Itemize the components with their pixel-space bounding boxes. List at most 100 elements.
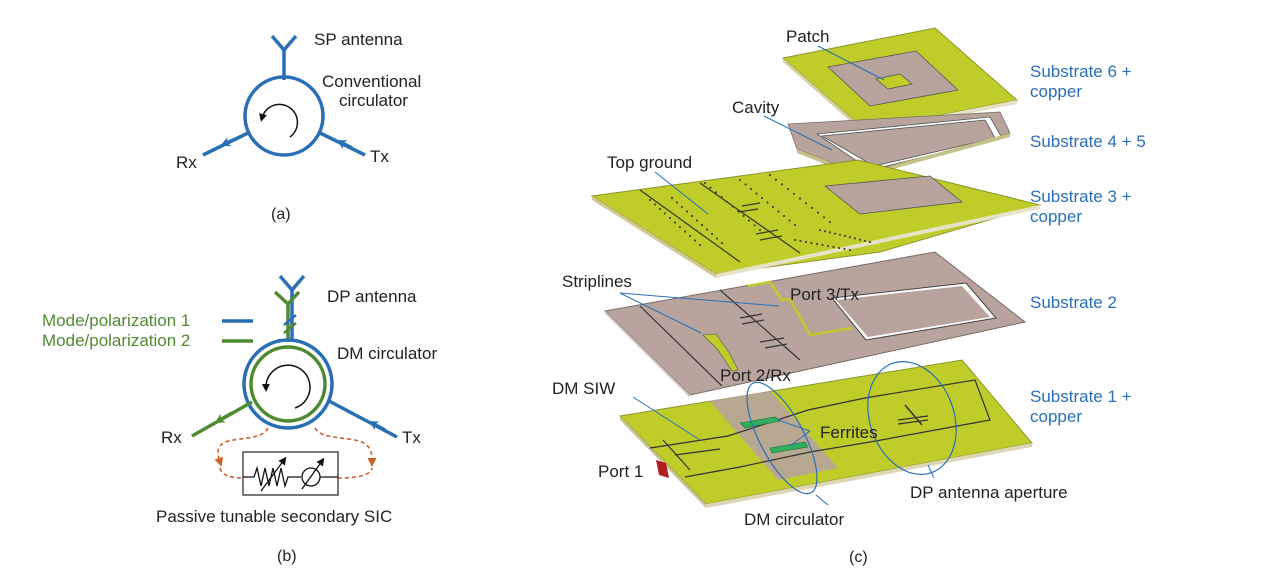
via-hole [725,200,729,203]
callout-dm-circulator: DM circulator [744,510,844,529]
via-hole [810,206,814,209]
via-hole [788,219,791,222]
via-hole [758,228,762,232]
via-hole [755,192,758,195]
tx-arrow-icon [368,421,386,432]
via-hole [653,203,657,206]
layer-label-6-line1: Substrate 6 + [1030,62,1132,81]
dm-circulator-outer [242,338,334,430]
callout-striplines: Striplines [562,272,632,291]
via-hole [749,187,753,191]
callout-dp-antenna-aperture: DP antenna aperture [910,483,1068,502]
via-hole [663,212,667,215]
via-hole [698,243,702,247]
via-hole [858,238,862,241]
via-hole [709,186,712,189]
caption-b: (b) [277,548,297,565]
layer-label-1-line1: Substrate 1 + [1030,387,1132,406]
via-hole [675,201,679,204]
via-hole [853,237,857,240]
layer-label-1-line2: copper [1030,407,1082,426]
conventional-circulator-label-line1: Conventional [322,72,421,91]
via-hole [780,183,784,186]
via-hole [837,246,841,250]
via-hole [792,192,796,195]
tx-port-line [328,399,398,439]
via-hole [731,205,734,208]
callout-port-2-rx: Port 2/Rx [720,366,791,385]
via-hole [703,181,707,185]
callout-patch: Patch [786,27,829,46]
via-hole [804,240,808,244]
callout-ferrites: Ferrites [820,423,878,442]
via-hole [821,243,824,247]
via-hole [753,224,756,227]
circulation-arrow-icon [261,364,311,409]
circulation-arrow-icon [259,103,299,138]
via-hole [744,183,747,186]
via-hole [678,225,682,229]
sic-coupling-left-path [214,427,269,467]
via-hole [818,228,822,232]
callout-port-3-tx: Port 3/Tx [790,285,859,304]
via-hole [848,236,852,239]
legend-mode-2-label: Mode/polarization 2 [42,331,190,350]
via-hole [786,188,790,191]
tx-label: Tx [402,428,421,447]
via-hole [700,223,704,227]
stripline-rx [702,333,739,372]
via-hole [793,223,797,227]
via-hole [832,245,835,249]
via-hole [715,237,719,240]
via-hole [782,214,786,218]
layer-label-3-line1: Substrate 3 + [1030,187,1132,206]
panel-c: Patch Cavity Top ground Striplines Port … [552,27,1146,566]
via-hole [714,191,718,194]
patch-element [875,73,913,90]
via-hole [766,201,769,204]
via-hole [828,231,832,234]
layer-substrate-4-5 [787,111,1011,178]
dm-circulator-inner [249,345,327,423]
caption-c: (c) [849,549,868,566]
via-hole [843,247,846,251]
rx-label: Rx [176,153,197,172]
via-hole [771,205,775,209]
dm-circulator-label: DM circulator [337,344,437,363]
layer-substrate-1 [618,359,1033,508]
callout-port-1: Port 1 [598,462,643,481]
via-hole [760,196,764,200]
layer-substrate-2 [603,251,1027,398]
via-hole [810,241,813,245]
legend-mode-1-label: Mode/polarization 1 [42,311,190,330]
sp-antenna-label: SP antenna [314,30,403,49]
callout-top-ground: Top ground [607,153,692,172]
conventional-circulator [243,75,325,157]
layer-label-3-line2: copper [1030,207,1082,226]
via-hole [683,230,687,233]
via-hole [720,241,724,245]
dp-antenna-label: DP antenna [327,287,417,306]
via-hole [688,234,692,238]
leader-lines [619,45,935,506]
via-hole [742,214,745,217]
callout-dm-siw: DM SIW [552,379,615,398]
port-1-marker [656,460,669,478]
via-hole [838,233,842,236]
via-hole [705,228,709,231]
via-hole [799,239,802,243]
callout-cavity: Cavity [732,98,780,117]
via-hole [690,214,694,218]
panel-b: Mode/polarization 1 Mode/polarization 2 … [42,274,437,565]
caption-a: (a) [271,206,291,223]
via-hole [843,234,847,238]
via-hole [798,197,802,200]
sic-coupling-bottom-left [219,467,245,479]
sic-circuit-box [242,451,339,496]
via-hole [815,242,819,246]
rx-arrow-icon [214,411,233,423]
via-hole [685,210,689,213]
via-hole [826,244,830,248]
sp-antenna-icon [270,34,298,80]
